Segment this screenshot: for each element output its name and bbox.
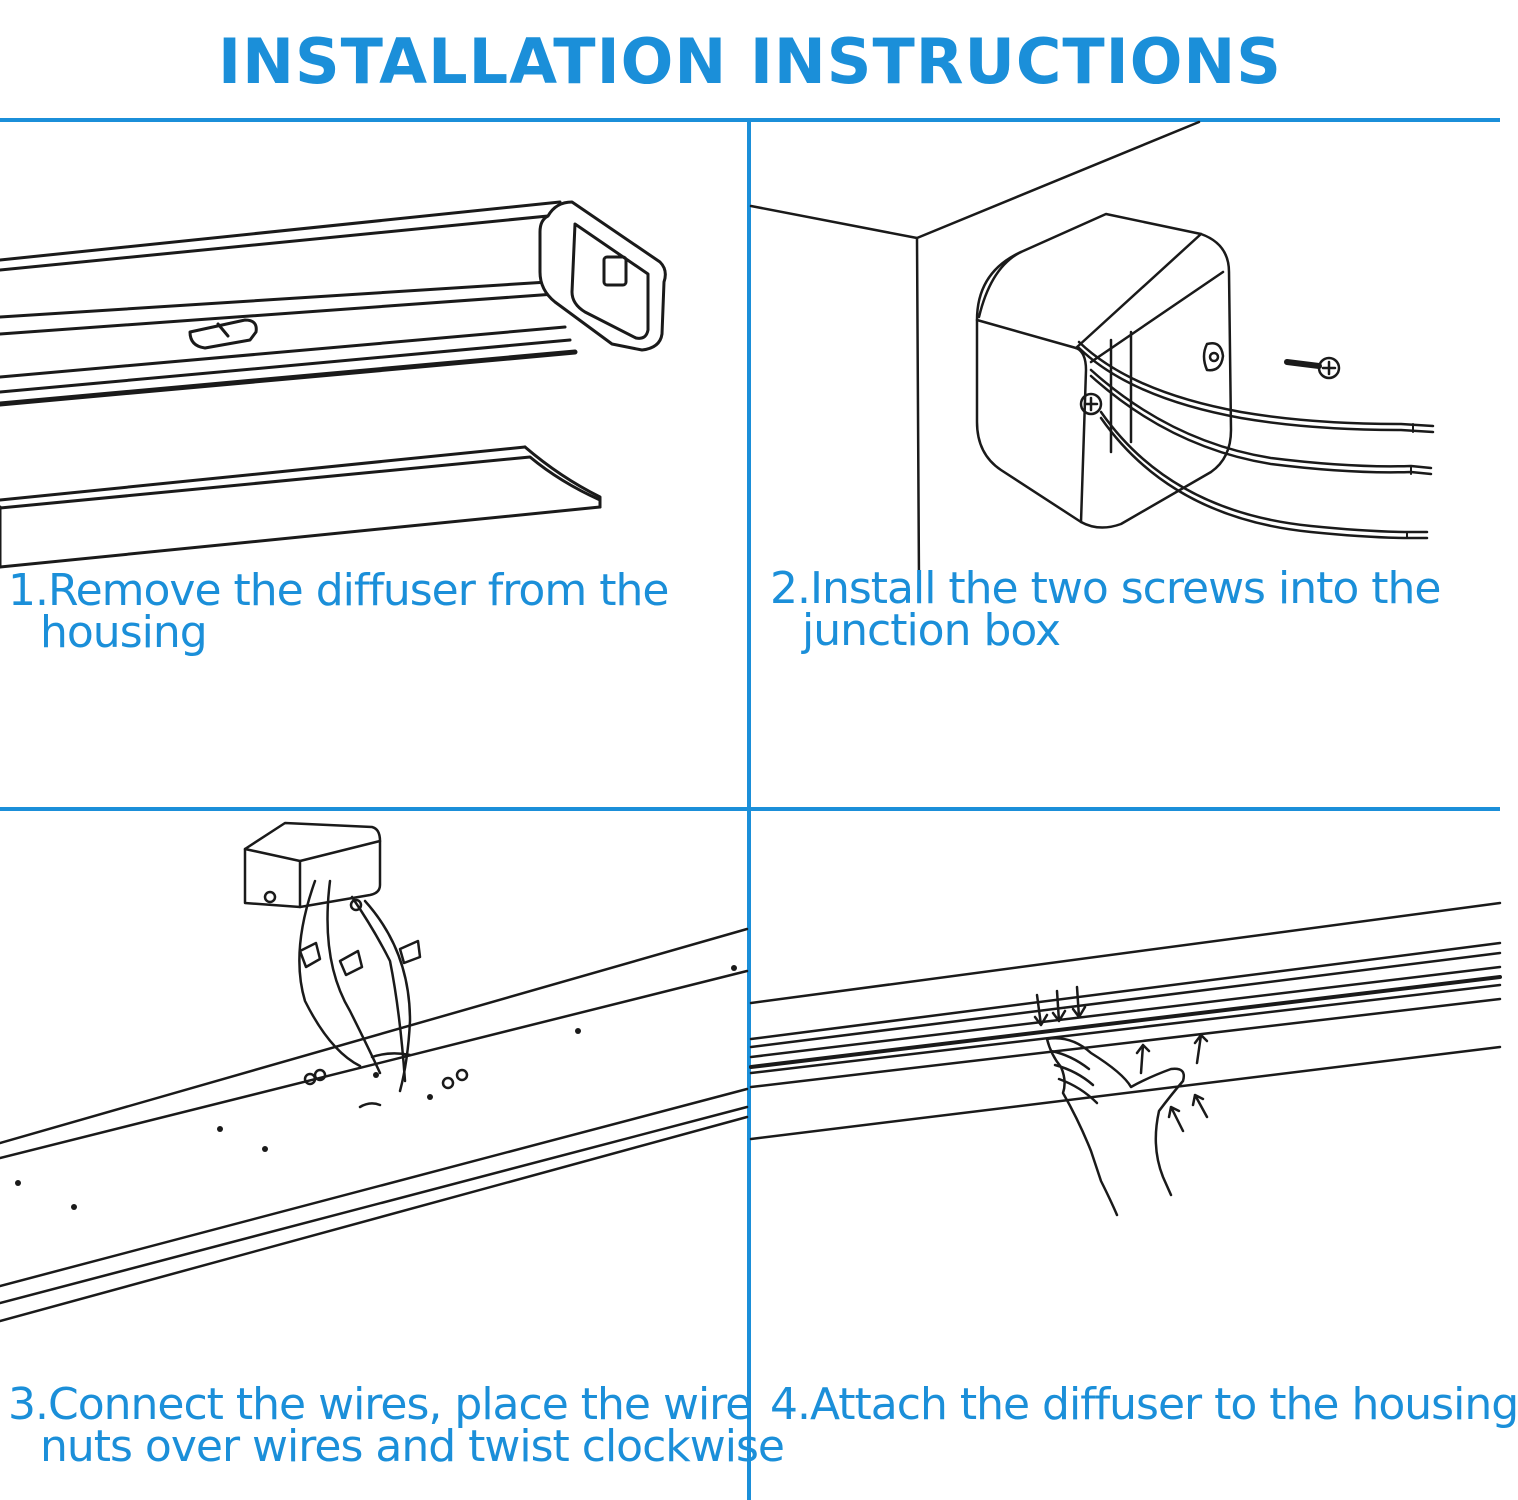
step-1-caption: 1.Remove the diffuser from the housing (8, 569, 669, 658)
step-1-text-line1: 1.Remove the diffuser from the (8, 565, 669, 616)
step-3-caption: 3.Connect the wires, place the wire nuts… (8, 1383, 785, 1472)
step-1-illustration (0, 200, 667, 569)
step-2-caption: 2.Install the two screws into the juncti… (770, 567, 1441, 656)
step-3-illustration (0, 821, 749, 1323)
step-2-panel (749, 120, 1500, 807)
step-2-illustration (749, 120, 1435, 586)
page-title: INSTALLATION INSTRUCTIONS (218, 25, 1282, 98)
step-4-caption: 4.Attach the diffuser to the housing (770, 1383, 1518, 1427)
center-divider (747, 120, 751, 1500)
step-1-panel (0, 122, 747, 807)
step-2-text-line2: junction box (802, 605, 1061, 656)
step-3-panel (0, 811, 749, 1500)
step-2-text-line1: 2.Install the two screws into the (770, 563, 1441, 614)
step-4-illustration (749, 901, 1502, 1217)
step-3-text-line1: 3.Connect the wires, place the wire (8, 1379, 752, 1430)
step-4-text-line1: 4.Attach the diffuser to the housing (770, 1379, 1518, 1430)
step-3-text-line2: nuts over wires and twist clockwise (40, 1421, 785, 1472)
step-1-text-line2: housing (40, 607, 208, 658)
step-4-panel (749, 811, 1502, 1500)
